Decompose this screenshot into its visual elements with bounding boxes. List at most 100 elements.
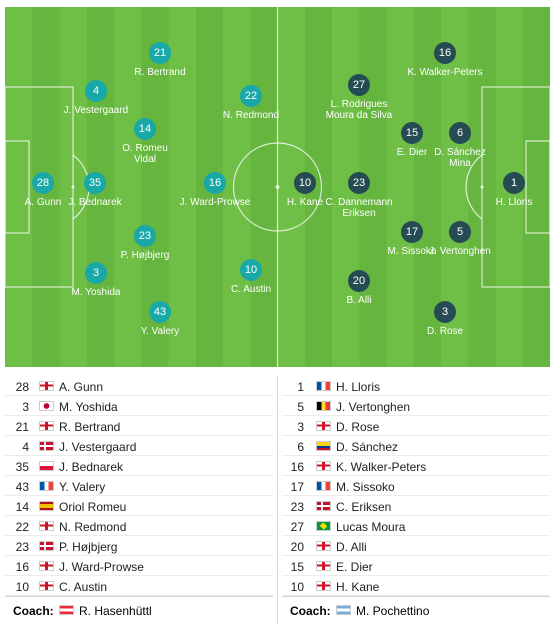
player-name: A. Gunn [24, 197, 62, 208]
player-number: 1 [503, 172, 525, 194]
england-flag-icon [316, 581, 331, 591]
lineup-row[interactable]: 27 Lucas Moura [282, 516, 550, 536]
player-name: H. Lloris [336, 380, 381, 394]
player-name: E. Dier [396, 147, 428, 158]
player-name: J. Vertonghen [336, 400, 411, 414]
player-name: M. Sissoko [336, 480, 395, 494]
player-name: A. Gunn [59, 380, 104, 394]
france-flag-icon [316, 481, 331, 491]
player-name: J. Bednarek [68, 197, 122, 208]
player-name: D. Rose [426, 326, 464, 337]
coach-name: R. Hasenhüttl [79, 604, 152, 618]
player-name: L. Rodrigues Moura da Silva [325, 99, 393, 121]
player-name: D. Sánchez Mina [434, 147, 486, 169]
england-flag-icon [39, 421, 54, 431]
shirt-number: 4 [22, 440, 29, 454]
brazil-flag-icon [316, 521, 331, 531]
lineup-row[interactable]: 20 D. Alli [282, 536, 550, 556]
shirt-number: 1 [297, 380, 304, 394]
player-name: D. Alli [336, 540, 367, 554]
denmark-flag-icon [316, 501, 331, 511]
player-name: D. Rose [336, 420, 380, 434]
lineup-row[interactable]: 16 J. Ward-Prowse [5, 556, 273, 576]
shirt-number: 10 [290, 580, 304, 594]
england-flag-icon [39, 381, 54, 391]
player-name: J. Vestergaard [59, 440, 137, 454]
shirt-number: 16 [290, 460, 304, 474]
shirt-number: 23 [15, 540, 29, 554]
lineup-row[interactable]: 15 E. Dier [282, 556, 550, 576]
player-name: M. Sissoko [387, 246, 437, 257]
shirt-number: 22 [15, 520, 29, 534]
shirt-number: 17 [290, 480, 304, 494]
player-name: Y. Valery [140, 326, 180, 337]
player-name: C. Eriksen [336, 500, 392, 514]
player-number: 23 [348, 172, 370, 194]
player-number: 28 [32, 172, 54, 194]
shirt-number: 15 [290, 560, 304, 574]
player-number: 3 [85, 262, 107, 284]
shirt-number: 43 [15, 480, 29, 494]
away-coach[interactable]: Coach:M. Pochettino [282, 596, 550, 623]
lineup-row[interactable]: 1 H. Lloris [282, 376, 550, 396]
shirt-number: 14 [15, 500, 29, 514]
player-name: O. Romeu Vidal [122, 143, 168, 165]
shirt-number: 27 [290, 520, 304, 534]
player-name: M. Yoshida [71, 287, 121, 298]
player-name: J. Vestergaard [63, 105, 129, 116]
home-coach[interactable]: Coach:R. Hasenhüttl [5, 596, 273, 623]
player-number: 5 [449, 221, 471, 243]
player-name: J. Bednarek [59, 460, 124, 474]
player-name: Lucas Moura [336, 520, 406, 534]
shirt-number: 28 [15, 380, 29, 394]
player-number: 10 [240, 259, 262, 281]
england-flag-icon [316, 541, 331, 551]
player-name: J. Vertonghen [429, 246, 491, 257]
player-name: B. Alli [346, 295, 372, 306]
shirt-number: 20 [290, 540, 304, 554]
japan-flag-icon [39, 401, 54, 411]
argentina-flag-icon [336, 605, 351, 615]
england-flag-icon [39, 521, 54, 531]
player-name: E. Dier [336, 560, 373, 574]
shirt-number: 6 [297, 440, 304, 454]
player-number: 6 [449, 122, 471, 144]
player-number: 4 [85, 80, 107, 102]
player-name: R. Bertrand [134, 67, 186, 78]
player-number: 43 [149, 301, 171, 323]
belgium-flag-icon [316, 401, 331, 411]
player-name: J. Ward-Prowse [59, 560, 144, 574]
lineup-row[interactable]: 28 A. Gunn [5, 376, 273, 396]
shirt-number: 3 [297, 420, 304, 434]
france-flag-icon [316, 381, 331, 391]
player-number: 16 [204, 172, 226, 194]
player-name: H. Lloris [495, 197, 533, 208]
divider [277, 376, 278, 624]
lineup-row[interactable]: 10 H. Kane [282, 576, 550, 596]
player-name: H. Kane [336, 580, 380, 594]
pitch-markings [5, 7, 550, 367]
lineup-row[interactable]: 17 M. Sissoko [282, 476, 550, 496]
player-name: M. Yoshida [59, 400, 118, 414]
player-number: 35 [84, 172, 106, 194]
shirt-number: 16 [15, 560, 29, 574]
lineup-row[interactable]: 3 D. Rose [282, 416, 550, 436]
player-number: 3 [434, 301, 456, 323]
player-number: 22 [240, 85, 262, 107]
lineup-row[interactable]: 4 J. Vestergaard [5, 436, 273, 456]
player-name: J. Ward-Prowse [179, 197, 251, 208]
player-name: P. Højbjerg [120, 250, 170, 261]
player-number: 27 [348, 74, 370, 96]
